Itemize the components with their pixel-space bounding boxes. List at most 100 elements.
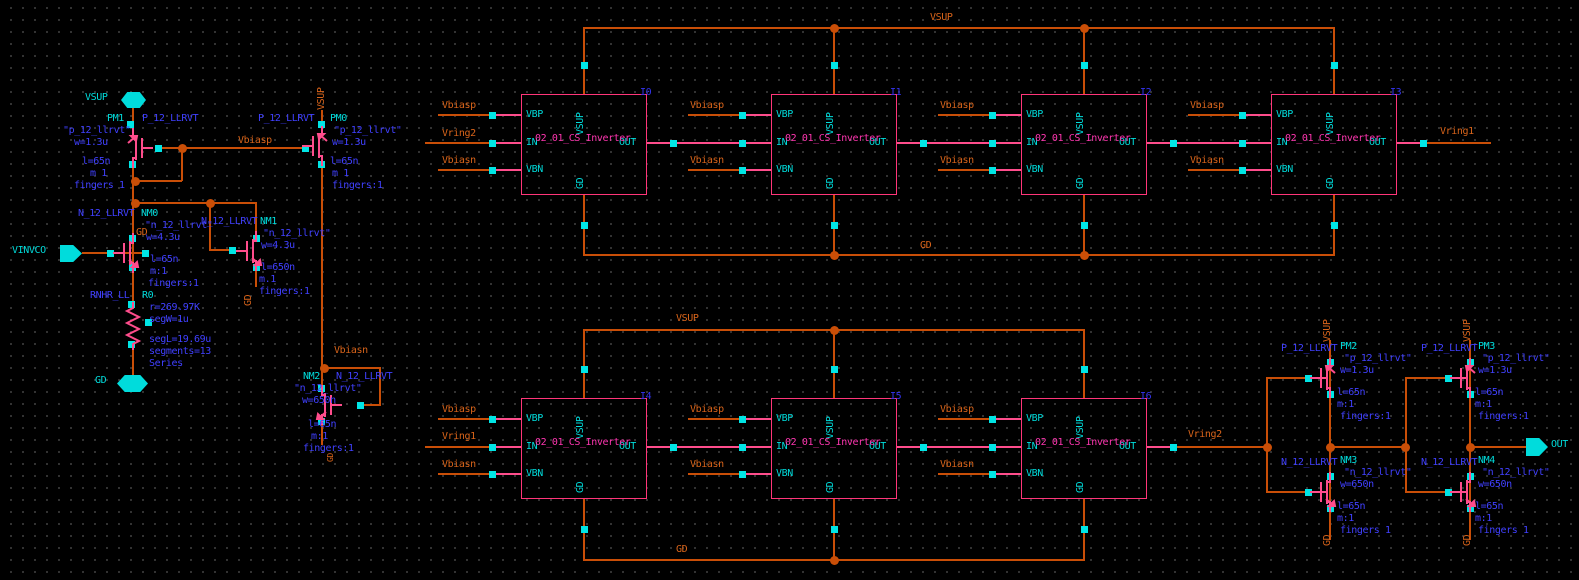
pin-square[interactable] — [128, 301, 135, 308]
net-label[interactable]: GD — [136, 227, 148, 238]
net-wire[interactable] — [362, 404, 381, 406]
net-wire[interactable] — [438, 473, 494, 475]
net-wire[interactable] — [995, 169, 1021, 171]
net-label[interactable]: GD — [326, 453, 335, 462]
device-param-label[interactable]: "p_12_llrvt" — [334, 125, 402, 136]
net-wire[interactable] — [647, 446, 771, 448]
net-wire[interactable] — [745, 418, 771, 420]
net-wire[interactable] — [438, 169, 494, 171]
net-wire[interactable] — [1177, 446, 1268, 448]
port-label[interactable]: VINVCO — [12, 245, 46, 256]
net-wire[interactable] — [158, 147, 306, 149]
pin-square[interactable] — [739, 112, 746, 119]
device-pm0[interactable] — [300, 124, 344, 168]
pin-square[interactable] — [670, 444, 677, 451]
net-wire[interactable] — [583, 254, 1335, 256]
net-wire[interactable] — [897, 142, 1021, 144]
pin-square[interactable] — [1331, 62, 1338, 69]
device-param-label[interactable]: w=4.3u — [146, 232, 180, 243]
pin-square[interactable] — [581, 526, 588, 533]
pin-square[interactable] — [489, 444, 496, 451]
net-label[interactable]: Vbiasp — [940, 404, 974, 415]
net-wire[interactable] — [1330, 446, 1406, 448]
device-nm2[interactable] — [300, 383, 344, 427]
net-wire[interactable] — [1188, 169, 1244, 171]
device-param-label[interactable]: R0 — [142, 290, 154, 301]
pin-square[interactable] — [1305, 375, 1312, 382]
pin-square[interactable] — [127, 121, 134, 128]
net-label[interactable]: VSUP — [930, 12, 953, 23]
net-label[interactable]: Vbiasp — [442, 100, 476, 111]
pin-square[interactable] — [1420, 140, 1427, 147]
net-label[interactable]: Vbiasp — [690, 404, 724, 415]
device-param-label[interactable]: PM1 — [107, 113, 124, 124]
pin-square[interactable] — [739, 140, 746, 147]
pin-square[interactable] — [357, 402, 364, 409]
net-wire[interactable] — [1329, 340, 1331, 540]
net-wire[interactable] — [1405, 378, 1407, 493]
pin-square[interactable] — [155, 145, 162, 152]
pin-square[interactable] — [739, 444, 746, 451]
pin-square[interactable] — [489, 167, 496, 174]
net-label[interactable]: VSUP — [1462, 319, 1473, 342]
instance-id[interactable]: I2 — [1140, 87, 1152, 98]
net-wire[interactable] — [583, 330, 585, 399]
pin-square[interactable] — [229, 247, 236, 254]
net-label[interactable]: Vbiasp — [442, 404, 476, 415]
net-wire[interactable] — [688, 418, 744, 420]
device-nm1[interactable] — [234, 229, 278, 273]
net-wire[interactable] — [1266, 378, 1268, 493]
device-param-label[interactable]: NM3 — [1340, 455, 1357, 466]
net-label[interactable]: GD — [243, 294, 254, 306]
net-wire[interactable] — [438, 418, 494, 420]
device-param-label[interactable]: fingers:1 — [1478, 411, 1529, 422]
device-param-label[interactable]: fingers 1 — [74, 180, 125, 191]
net-wire[interactable] — [1470, 446, 1527, 448]
pin-square[interactable] — [739, 416, 746, 423]
pin-square[interactable] — [489, 471, 496, 478]
device-param-label[interactable]: m:1 — [150, 266, 167, 277]
device-param-label[interactable]: PM2 — [1340, 341, 1357, 352]
net-wire[interactable] — [995, 418, 1021, 420]
net-wire[interactable] — [688, 473, 744, 475]
device-param-label[interactable]: N_12_LLRVT — [201, 216, 258, 227]
device-nm0[interactable] — [111, 231, 155, 275]
net-label[interactable]: GD — [676, 544, 688, 555]
device-nm3[interactable] — [1308, 470, 1352, 514]
device-param-label[interactable]: NM1 — [260, 216, 277, 227]
net-wire[interactable] — [181, 148, 183, 181]
net-wire[interactable] — [321, 163, 323, 390]
port-label[interactable]: OUT — [1551, 439, 1568, 450]
pin-square[interactable] — [489, 112, 496, 119]
device-param-label[interactable]: fingers:1 — [1340, 411, 1391, 422]
port-gd[interactable] — [117, 375, 148, 392]
net-wire[interactable] — [495, 473, 521, 475]
net-label[interactable]: Vbiasn — [690, 459, 724, 470]
pin-square[interactable] — [318, 121, 325, 128]
pin-square[interactable] — [489, 416, 496, 423]
device-param-label[interactable]: m:1 — [1337, 399, 1354, 410]
device-param-label[interactable]: w=650n — [302, 395, 336, 406]
net-label[interactable]: VSUP — [316, 87, 327, 110]
device-param-label[interactable]: NM4 — [1478, 455, 1495, 466]
device-param-label[interactable]: m:1 — [311, 431, 328, 442]
pin-square[interactable] — [989, 471, 996, 478]
pin-square[interactable] — [1239, 140, 1246, 147]
net-wire[interactable] — [1083, 28, 1085, 94]
device-param-label[interactable]: r=269.97K — [149, 302, 200, 313]
net-wire[interactable] — [1083, 330, 1085, 399]
net-label[interactable]: GD — [920, 240, 932, 251]
device-param-label[interactable]: RNHR_LL — [90, 290, 130, 301]
net-label[interactable]: Vbiasn — [690, 155, 724, 166]
net-wire[interactable] — [833, 28, 835, 94]
device-pm3[interactable] — [1448, 356, 1492, 400]
device-param-label[interactable]: P_12_LLRVT — [1281, 343, 1338, 354]
device-param-label[interactable]: w=1.3u — [332, 137, 366, 148]
net-label[interactable]: Vbiasn — [940, 155, 974, 166]
pin-square[interactable] — [1445, 375, 1452, 382]
device-param-label[interactable]: fingers:1 — [332, 180, 383, 191]
